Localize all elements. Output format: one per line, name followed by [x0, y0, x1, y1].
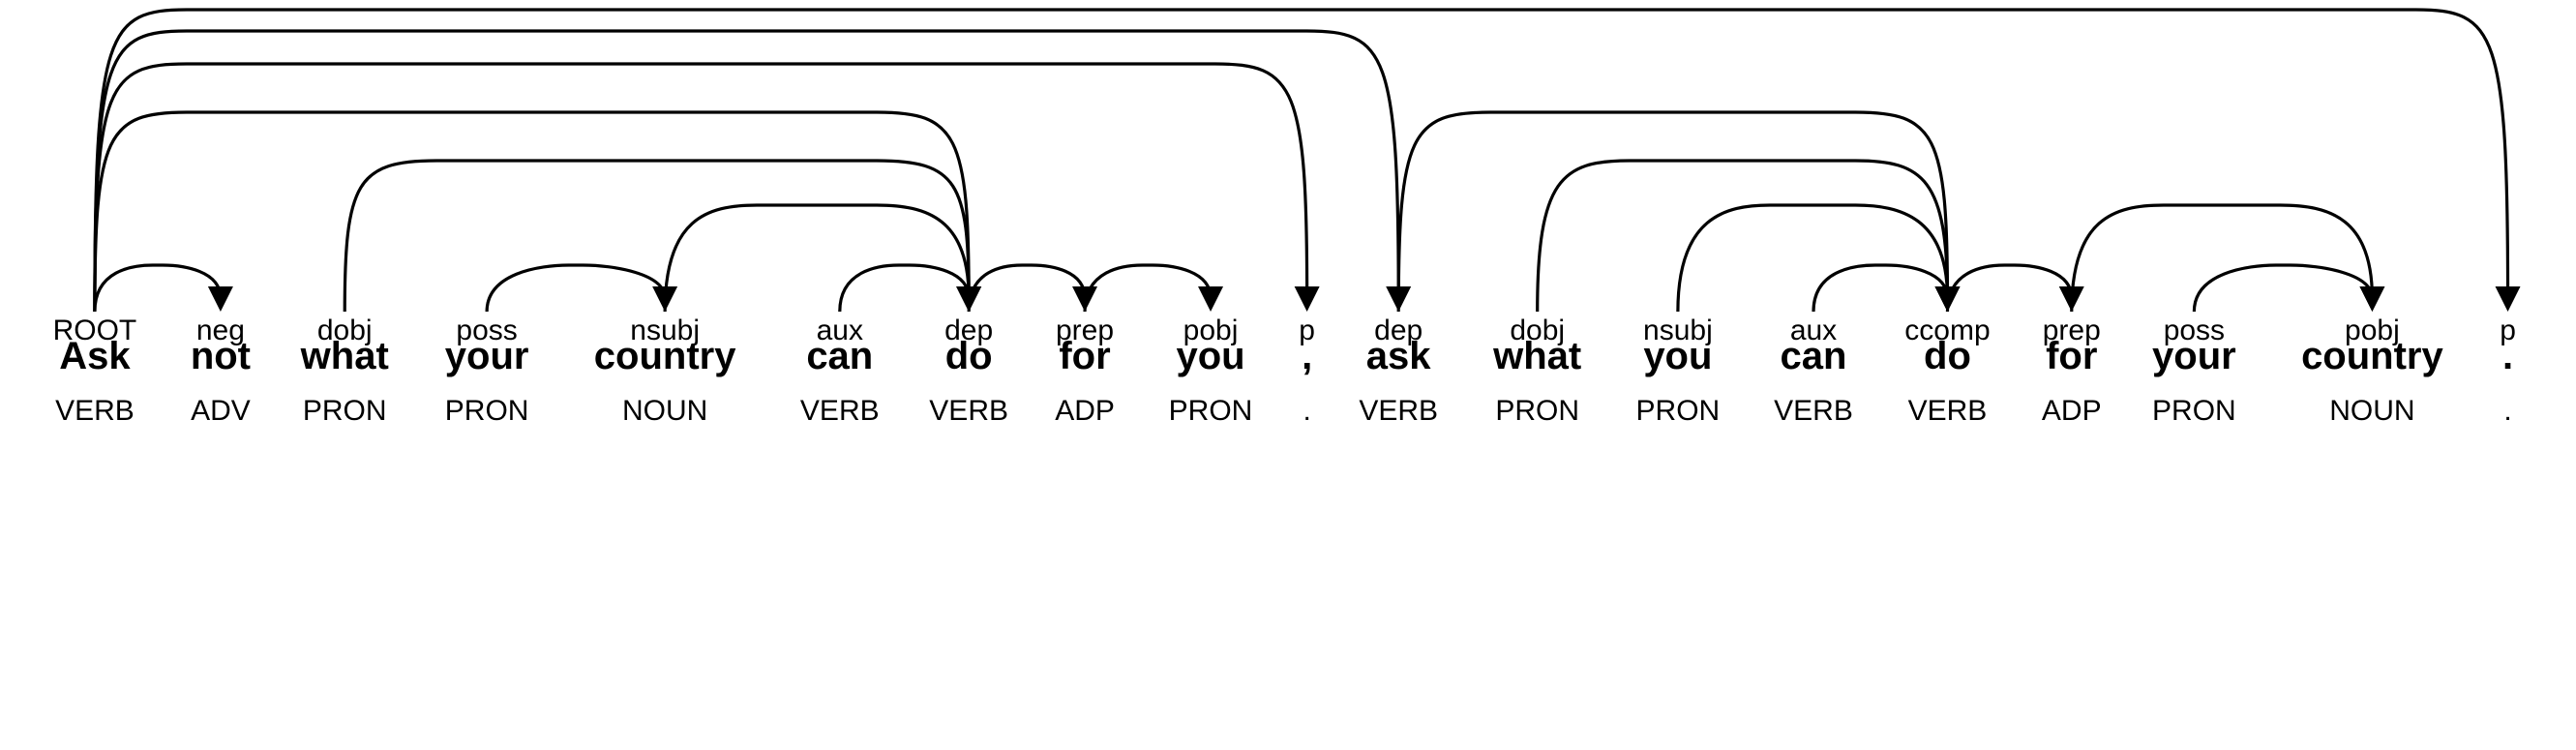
- token-word-10[interactable]: ask: [1366, 335, 1431, 377]
- pos-tag-13[interactable]: VERB: [1774, 395, 1853, 427]
- dep-arc-dobj[interactable]: [1536, 159, 1950, 313]
- dep-label-10[interactable]: dep: [1374, 315, 1423, 346]
- token-word-18[interactable]: .: [2502, 335, 2513, 377]
- pos-tag-3[interactable]: PRON: [445, 395, 529, 427]
- dep-arc-p[interactable]: [93, 8, 2510, 313]
- dep-label-3[interactable]: poss: [456, 315, 517, 346]
- token-word-4[interactable]: country: [594, 335, 736, 377]
- dep-label-15[interactable]: prep: [2043, 315, 2101, 346]
- dep-label-1[interactable]: neg: [196, 315, 245, 346]
- token-word-1[interactable]: not: [191, 335, 251, 377]
- pos-tag-8[interactable]: PRON: [1169, 395, 1253, 427]
- dep-arc-aux[interactable]: [838, 263, 971, 313]
- pos-tag-17[interactable]: NOUN: [2329, 395, 2414, 427]
- dep-label-7[interactable]: prep: [1056, 315, 1114, 346]
- token-word-8[interactable]: you: [1176, 335, 1244, 377]
- arc-layer: [93, 8, 2521, 313]
- dep-arc-aux[interactable]: [1812, 263, 1950, 313]
- dep-label-12[interactable]: nsubj: [1643, 315, 1713, 346]
- dep-arc-dobj[interactable]: [343, 159, 971, 313]
- dep-arc-ccomp[interactable]: [1396, 110, 1950, 313]
- token-word-15[interactable]: for: [2046, 335, 2097, 377]
- dep-arc-p[interactable]: [93, 62, 1309, 313]
- dep-arc-prep[interactable]: [967, 263, 1087, 313]
- pos-tag-5[interactable]: VERB: [800, 395, 880, 427]
- token-word-7[interactable]: for: [1059, 335, 1110, 377]
- dep-label-layer: ROOT neg dobj poss nsubj aux dep prep pobj p dep do…: [53, 315, 2516, 346]
- dep-arc-nsubj[interactable]: [663, 203, 971, 313]
- pos-tag-10[interactable]: VERB: [1359, 395, 1438, 427]
- dep-label-13[interactable]: aux: [1790, 315, 1837, 346]
- dep-label-5[interactable]: aux: [817, 315, 863, 346]
- token-word-17[interactable]: country: [2301, 335, 2443, 377]
- dep-label-9[interactable]: p: [1299, 315, 1315, 346]
- token-word-11[interactable]: what: [1492, 335, 1581, 377]
- dep-label-0[interactable]: ROOT: [53, 315, 137, 346]
- dep-arc-dep[interactable]: [93, 110, 971, 313]
- pos-tag-1[interactable]: ADV: [191, 395, 251, 427]
- dep-label-14[interactable]: ccomp: [1904, 315, 1990, 346]
- dep-arc-neg[interactable]: [93, 263, 223, 313]
- dep-label-18[interactable]: p: [2500, 315, 2516, 346]
- token-word-3[interactable]: your: [445, 335, 529, 377]
- token-word-5[interactable]: can: [806, 335, 873, 377]
- pos-tag-12[interactable]: PRON: [1636, 395, 1721, 427]
- token-word-6[interactable]: do: [945, 335, 993, 377]
- dep-arc-dep[interactable]: [93, 29, 1400, 313]
- dep-label-11[interactable]: dobj: [1510, 315, 1565, 346]
- dep-label-17[interactable]: pobj: [2345, 315, 2400, 346]
- arrowhead-p: [2495, 286, 2521, 312]
- dep-label-8[interactable]: pobj: [1183, 315, 1239, 346]
- dep-arc-poss[interactable]: [2192, 263, 2375, 313]
- token-word-12[interactable]: you: [1643, 335, 1712, 377]
- pos-tag-0[interactable]: VERB: [55, 395, 135, 427]
- token-word-14[interactable]: do: [1924, 335, 1971, 377]
- token-word-0[interactable]: Ask: [59, 335, 131, 377]
- arrowhead-pobj: [1198, 286, 1224, 312]
- pos-tag-2[interactable]: PRON: [303, 395, 387, 427]
- dep-label-16[interactable]: poss: [2164, 315, 2225, 346]
- dep-arc-pobj[interactable]: [2070, 203, 2375, 313]
- arrowhead-pobj: [2359, 286, 2385, 312]
- dep-label-6[interactable]: dep: [944, 315, 993, 346]
- dep-arc-nsubj[interactable]: [1676, 203, 1950, 313]
- pos-tag-18[interactable]: .: [2503, 395, 2511, 427]
- pos-tag-15[interactable]: ADP: [2042, 395, 2102, 427]
- pos-tag-16[interactable]: PRON: [2152, 395, 2236, 427]
- arrowhead-neg: [207, 286, 233, 312]
- token-word-16[interactable]: your: [2152, 335, 2236, 377]
- token-word-2[interactable]: what: [300, 335, 389, 377]
- pos-tag-4[interactable]: NOUN: [622, 395, 707, 427]
- pos-tag-6[interactable]: VERB: [929, 395, 1008, 427]
- token-word-13[interactable]: can: [1781, 335, 1847, 377]
- pos-tag-layer: VERB ADV PRON PRON NOUN VERB VERB ADP PRON. VERB P…: [55, 395, 2512, 427]
- dep-arc-poss[interactable]: [485, 263, 667, 313]
- token-word-9[interactable]: ,: [1302, 335, 1312, 377]
- pos-tag-9[interactable]: .: [1303, 395, 1310, 427]
- dep-label-2[interactable]: dobj: [317, 315, 373, 346]
- pos-tag-11[interactable]: PRON: [1495, 395, 1579, 427]
- dep-arc-pobj[interactable]: [1083, 263, 1213, 313]
- dep-arc-prep[interactable]: [1945, 263, 2074, 313]
- dep-label-4[interactable]: nsubj: [630, 315, 700, 346]
- word-layer: Ask not what your country can do for you, ask what…: [59, 335, 2513, 377]
- arrowhead-p: [1294, 286, 1320, 312]
- pos-tag-14[interactable]: VERB: [1908, 395, 1988, 427]
- pos-tag-7[interactable]: ADP: [1055, 395, 1115, 427]
